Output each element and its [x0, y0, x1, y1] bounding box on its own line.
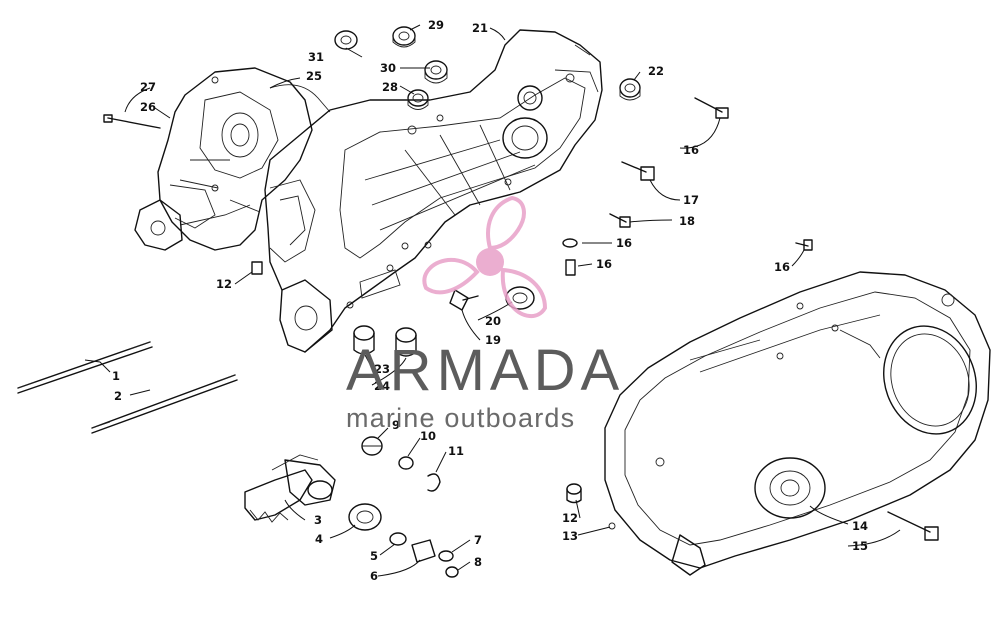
bolts: [103, 97, 939, 541]
leader-lines: [84, 24, 901, 577]
callout-11: 11: [448, 444, 464, 458]
callout-20: 18: [679, 214, 695, 228]
callout-27: 25: [306, 69, 322, 83]
callout-2: 2: [114, 389, 122, 403]
callout-28: 26: [140, 100, 156, 114]
left-crankcase-half: [134, 67, 331, 251]
main-crankcase: [264, 29, 603, 353]
callout-13: 13: [562, 529, 578, 543]
callout-17: 16: [616, 236, 632, 250]
callout-3: 3: [314, 513, 322, 527]
callout-21: 19: [485, 333, 501, 347]
armada-watermark: ARMADA marine outboards: [346, 195, 624, 433]
callout-15: 15: [852, 539, 868, 553]
studs: [17, 341, 238, 434]
callout-25: 23: [374, 362, 390, 376]
callout-6: 6: [370, 569, 378, 583]
callout-5: 5: [370, 549, 378, 563]
kick-starter-parts: [244, 436, 459, 578]
callout-26: 24: [374, 379, 390, 393]
callout-1: 1: [112, 369, 120, 383]
propeller-icon: [422, 195, 548, 318]
transmission-cover: [604, 271, 991, 576]
watermark-brand: ARMADA: [346, 338, 624, 403]
callout-16-right: 16: [774, 260, 790, 274]
callout-30: 28: [382, 80, 398, 94]
bearings-top: [334, 26, 641, 110]
callout-7: 7: [474, 533, 482, 547]
callout-29: 27: [140, 80, 156, 94]
callout-labels: 31 29 30 28 21 22 25 27 26 16 17 18 16 1…: [112, 18, 868, 583]
callout-12-lower: 12: [562, 511, 578, 525]
callout-8: 8: [474, 555, 482, 569]
callout-14-text: 14: [852, 519, 868, 533]
callout-32: 30: [380, 61, 396, 75]
callout-16-center: 16: [596, 257, 612, 271]
callout-31: 29: [428, 18, 444, 32]
callout-4: 4: [315, 532, 323, 546]
callout-10: 10: [420, 429, 436, 443]
callout-23: 21: [472, 21, 488, 35]
callout-9: 9: [392, 418, 400, 432]
callout-22: 20: [485, 314, 501, 328]
callout-24: 22: [648, 64, 664, 78]
callout-33: 31: [308, 50, 324, 64]
callout-12-upper: 12: [216, 277, 232, 291]
callout-18: 16: [683, 143, 699, 157]
watermark-tagline: marine outboards: [346, 403, 575, 433]
callout-19: 17: [683, 193, 699, 207]
